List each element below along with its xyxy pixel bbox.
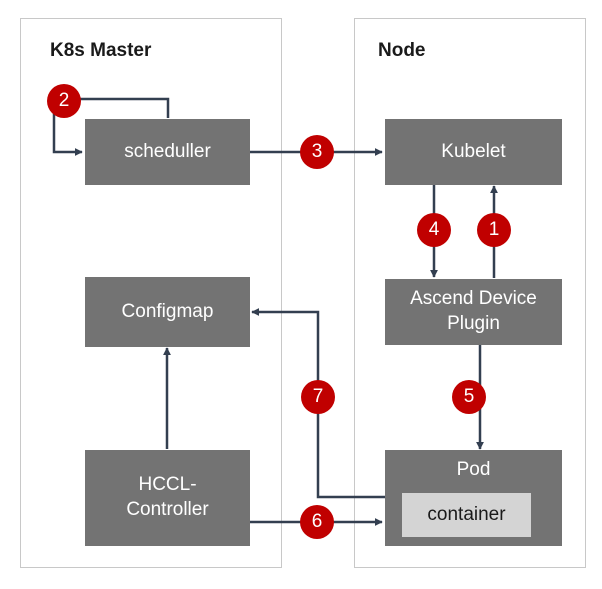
ascend-device-plugin-box: Ascend Device Plugin bbox=[385, 279, 562, 345]
step-badge-2: 2 bbox=[47, 84, 81, 118]
step-badge-5: 5 bbox=[452, 380, 486, 414]
step-badge-3: 3 bbox=[300, 135, 334, 169]
step-badge-1: 1 bbox=[477, 213, 511, 247]
k8s-master-title: K8s Master bbox=[50, 40, 152, 61]
step-badge-4: 4 bbox=[417, 213, 451, 247]
scheduler-box: scheduller bbox=[85, 119, 250, 185]
hccl-controller-box: HCCL- Controller bbox=[85, 450, 250, 546]
step-badge-6: 6 bbox=[300, 505, 334, 539]
pod-label: Pod bbox=[456, 459, 491, 480]
container-box: container bbox=[402, 493, 531, 537]
configmap-box: Configmap bbox=[85, 277, 250, 347]
node-title: Node bbox=[378, 40, 426, 61]
kubelet-box: Kubelet bbox=[385, 119, 562, 185]
step-badge-7: 7 bbox=[301, 380, 335, 414]
